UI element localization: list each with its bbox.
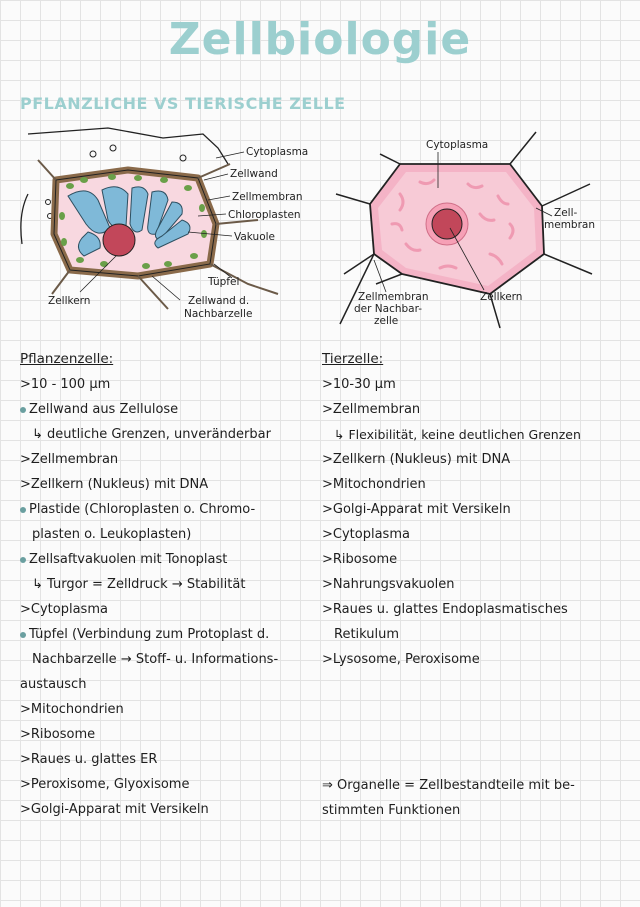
- list-item: >10 - 100 µm: [20, 377, 111, 392]
- plant-column-heading: Pflanzenzelle:: [20, 351, 114, 367]
- plant-cell-diagram: Cytoplasma Zellwand Zellmembran Chloropl…: [20, 127, 308, 320]
- list-item: >Mitochondrien: [322, 477, 426, 492]
- plant-label-zellwand-nachbar-1: Zellwand d.: [188, 295, 249, 307]
- list-item: >Cytoplasma: [20, 602, 108, 617]
- list-item: Zellsaftvakuolen mit Tonoplast: [20, 547, 278, 572]
- conclusion-line-2: stimmten Funktionen: [322, 803, 461, 818]
- bullet-dot-icon: [20, 506, 26, 513]
- list-item: >Raues u. glattes ER: [20, 752, 158, 767]
- list-item: >Lysosome, Peroxisome: [322, 652, 480, 667]
- animal-label-nachbar-3: zelle: [374, 315, 398, 327]
- list-item: >10-30 µm: [322, 377, 396, 392]
- plant-label-zellmembran: Zellmembran: [232, 191, 302, 203]
- bullet-dot-icon: [20, 556, 26, 563]
- list-item: Tüpfel (Verbindung zum Protoplast d.: [20, 622, 278, 647]
- list-item: >Raues u. glattes Endoplasmatisches: [322, 602, 568, 617]
- plant-label-zellwand: Zellwand: [230, 168, 278, 180]
- animal-label-zellmembran-2: membran: [544, 219, 595, 231]
- bullet-dot-icon: [20, 406, 26, 413]
- animal-label-nachbar-2: der Nachbar-: [354, 303, 422, 315]
- list-item: >Golgi-Apparat mit Versikeln: [322, 502, 511, 517]
- list-item: >Mitochondrien: [20, 702, 124, 717]
- list-item: >Zellkern (Nukleus) mit DNA: [20, 477, 209, 492]
- plant-label-vakuole: Vakuole: [234, 231, 275, 243]
- list-item: >Cytoplasma: [322, 527, 410, 542]
- animal-cell-diagram: Cytoplasma Zell- membran Zellkern Zellme…: [335, 131, 595, 329]
- animal-cell-column: Tierzelle: >10-30 µm >Zellmembran ↳ Flex…: [322, 346, 581, 672]
- plant-cell-column: Pflanzenzelle: >10 - 100 µm Zellwand aus…: [20, 346, 278, 822]
- list-item: >Zellkern (Nukleus) mit DNA: [322, 452, 511, 467]
- list-item: ↳ Turgor = Zelldruck → Stabilität: [32, 577, 246, 592]
- conclusion-note: ⇒ Organelle = Zellbestandteile mit be- s…: [322, 773, 575, 823]
- list-item: Zellwand aus Zellulose: [20, 397, 278, 422]
- list-item: Retikulum: [334, 627, 400, 642]
- list-item: austausch: [20, 677, 87, 692]
- section-subtitle: PFLANZLICHE VS TIERISCHE ZELLE: [20, 94, 346, 113]
- list-item: >Ribosome: [20, 727, 96, 742]
- animal-label-zellkern: Zellkern: [480, 291, 522, 303]
- plant-label-cytoplasma: Cytoplasma: [246, 146, 308, 158]
- animal-label-cytoplasma: Cytoplasma: [426, 139, 488, 151]
- animal-column-heading: Tierzelle:: [322, 351, 384, 367]
- plant-label-zellwand-nachbar-2: Nachbarzelle: [184, 308, 252, 320]
- animal-nucleus: [431, 208, 463, 240]
- list-item: >Peroxisome, Glyoxisome: [20, 777, 190, 792]
- list-item: >Nahrungsvakuolen: [322, 577, 455, 592]
- list-item: ↳ Flexibilität, keine deutlichen Grenzen: [334, 427, 581, 442]
- list-item: ↳ deutliche Grenzen, unveränderbar: [32, 427, 271, 442]
- list-item: >Zellmembran: [322, 402, 421, 417]
- page-title: Zellbiologie: [168, 14, 472, 65]
- list-item: >Ribosome: [322, 552, 398, 567]
- list-item: plasten o. Leukoplasten): [32, 527, 192, 542]
- list-item: >Zellmembran: [20, 452, 119, 467]
- plant-label-chloroplasten: Chloroplasten: [228, 209, 301, 221]
- plant-label-tuepfel: Tüpfel: [207, 276, 239, 288]
- list-item: >Golgi-Apparat mit Versikeln: [20, 802, 209, 817]
- animal-label-zellmembran-1: Zell-: [554, 207, 577, 219]
- plant-label-zellkern: Zellkern: [48, 295, 90, 307]
- nucleus: [102, 223, 136, 257]
- bullet-dot-icon: [20, 631, 26, 638]
- animal-label-nachbar-1: Zellmembran: [358, 291, 428, 303]
- list-item: Nachbarzelle → Stoff- u. Informations-: [32, 652, 279, 667]
- list-item: Plastide (Chloroplasten o. Chromo-: [20, 497, 278, 522]
- conclusion-line-1: ⇒ Organelle = Zellbestandteile mit be-: [322, 778, 575, 793]
